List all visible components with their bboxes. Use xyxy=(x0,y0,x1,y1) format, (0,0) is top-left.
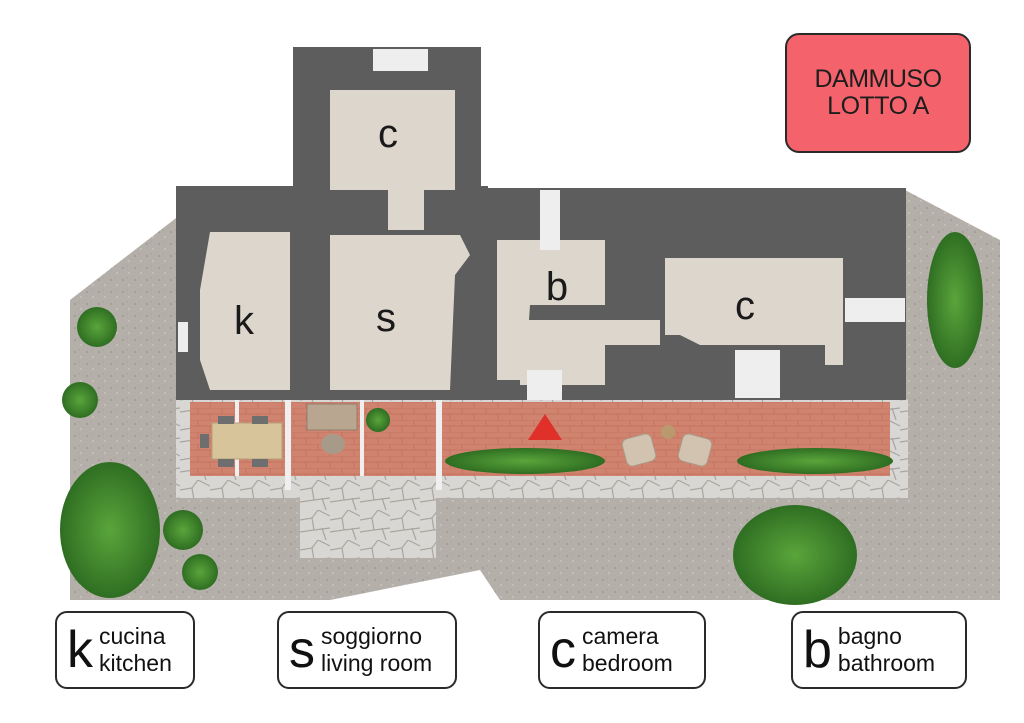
legend-italian: bagno xyxy=(837,623,902,649)
entrance-marker xyxy=(528,414,562,440)
legend-bedroom: c camera bedroom xyxy=(538,611,706,689)
room-label-top-bedroom: c xyxy=(378,112,398,156)
garden-trees xyxy=(60,232,983,605)
legend-italian: soggiorno xyxy=(321,623,423,649)
front-path xyxy=(300,492,436,558)
legend-english: kitchen xyxy=(99,650,172,676)
dining-table xyxy=(200,416,283,467)
lounge-chairs xyxy=(621,425,713,467)
title-line-2: LOTTO A xyxy=(827,92,929,120)
legend-letter: k xyxy=(67,621,93,679)
windows xyxy=(178,49,905,400)
room-label-living: s xyxy=(376,296,396,340)
floor-top-bedroom xyxy=(330,90,455,190)
legend-english: bedroom xyxy=(582,650,673,676)
legend-letter: b xyxy=(803,621,832,679)
legend-english: bathroom xyxy=(837,650,936,676)
room-label-bathroom: b xyxy=(546,265,568,309)
legend-bathroom: b bagno bathroom xyxy=(791,611,967,689)
title-line-1: DAMMUSO xyxy=(814,65,942,93)
room-floors xyxy=(200,90,843,390)
floor-hall xyxy=(520,320,660,385)
planters xyxy=(366,408,893,474)
legend-living: s soggiorno living room xyxy=(277,611,457,689)
legend-kitchen: k cucina kitchen xyxy=(55,611,195,689)
legend-italian: cucina xyxy=(99,623,166,649)
outdoor-sofa xyxy=(306,403,358,454)
legend-letter: s xyxy=(289,621,315,679)
floor-right-bedroom xyxy=(665,258,843,365)
room-label-right-bedroom: c xyxy=(735,284,755,328)
floor-living xyxy=(330,235,470,390)
legend-letter: c xyxy=(550,621,576,679)
legend-italian: camera xyxy=(582,623,659,649)
floor-corridor-top xyxy=(388,180,424,230)
legend-english: living room xyxy=(321,650,433,676)
room-label-kitchen: k xyxy=(234,299,255,343)
title-box: DAMMUSO LOTTO A xyxy=(785,33,971,153)
floor-kitchen xyxy=(200,232,290,390)
